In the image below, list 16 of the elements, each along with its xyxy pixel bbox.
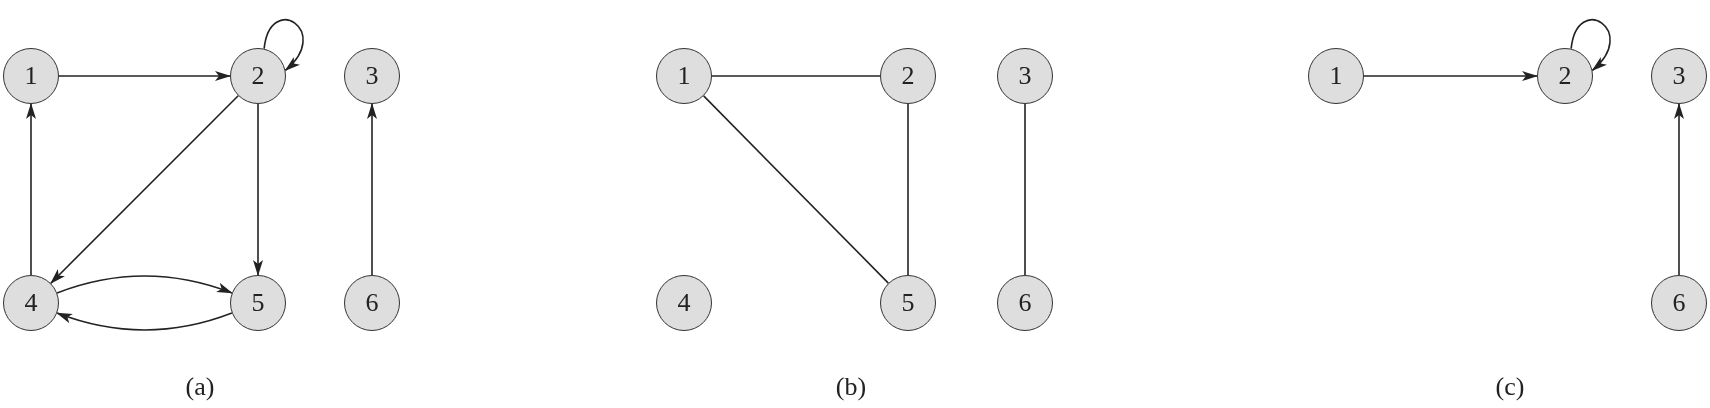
panel-caption: (b) <box>835 374 867 400</box>
arrow <box>58 71 231 81</box>
arrow <box>26 103 36 276</box>
connector-line <box>907 103 909 276</box>
connector-line <box>711 75 881 77</box>
panel-caption: (a) <box>185 374 215 400</box>
arrow <box>367 103 377 276</box>
connector-line <box>702 95 890 284</box>
panel-caption: (c) <box>1495 374 1525 400</box>
arrow <box>263 19 304 72</box>
arrow <box>1674 103 1684 276</box>
connector-line <box>1024 103 1026 276</box>
arrow <box>253 103 263 276</box>
arrow <box>1570 19 1611 72</box>
arrow <box>50 95 239 284</box>
arrow <box>1363 71 1538 81</box>
